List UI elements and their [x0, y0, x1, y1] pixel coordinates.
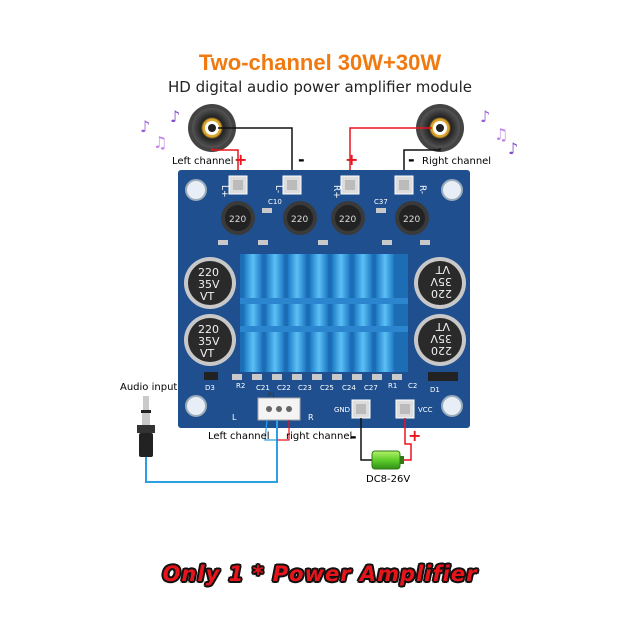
svg-text:♫: ♫	[494, 125, 508, 144]
capacitor-line: 220	[198, 323, 219, 336]
inductor-marking: 220	[291, 215, 308, 225]
power-pad-label: VCC	[418, 406, 433, 414]
right-speaker-icon	[416, 104, 464, 152]
audio-input-label: Audio input	[120, 382, 178, 393]
capacitor-line: VT	[435, 263, 450, 276]
component-ref: C25	[320, 384, 334, 392]
terminal-label: R-	[417, 185, 427, 194]
component-ref: R2	[236, 382, 245, 390]
inductor-marking: 220	[339, 215, 356, 225]
right-channel-label: Right channel	[422, 156, 492, 167]
component-ref: C27	[364, 384, 378, 392]
component-ref: C37	[374, 198, 388, 206]
component-ref: C10	[268, 198, 282, 206]
left-channel-input-label: Left channel	[208, 431, 270, 442]
capacitor-line: 35V	[430, 275, 452, 288]
audio-jack-icon	[137, 396, 155, 457]
component-ref: C21	[256, 384, 270, 392]
right-positive-sign: +	[345, 150, 359, 169]
component-ref: C24	[342, 384, 356, 392]
output-terminals	[228, 175, 414, 195]
power-negative-sign: -	[350, 427, 357, 446]
power-supply-label: DC8-26V	[366, 474, 411, 485]
svg-text:♪: ♪	[170, 107, 180, 126]
inductor-refs: C10 C37	[268, 198, 388, 206]
power-pad-labels: GND VCC	[334, 406, 433, 414]
component-ref: C2	[408, 382, 417, 390]
right-channel-input-label: right channel	[286, 431, 353, 442]
bottom-refs: D3 R2 C21 C22 C23 C25 C24 C27 R1 C2 D1	[205, 382, 440, 394]
left-speaker-icon	[188, 104, 236, 152]
inductors	[221, 201, 429, 235]
capacitor-line: 35V	[198, 278, 220, 291]
component-ref: C22	[277, 384, 291, 392]
svg-text:♪: ♪	[140, 117, 150, 136]
inductor-marking: 220	[403, 215, 420, 225]
power-wires	[360, 418, 412, 461]
left-negative-sign: -	[298, 150, 305, 169]
left-channel-label: Left channel	[172, 156, 234, 167]
page-title: Two-channel 30W+30W	[198, 50, 442, 75]
left-music-notes-icon: ♪♫♪	[140, 107, 180, 152]
input-pad-labels: P1 L R	[232, 392, 314, 422]
audio-input-wires	[145, 419, 290, 483]
speaker-wires	[211, 127, 441, 176]
capacitor-line: 220	[198, 266, 219, 279]
svg-text:♪: ♪	[508, 139, 518, 158]
svg-text:♫: ♫	[153, 133, 167, 152]
left-positive-sign: +	[234, 150, 248, 169]
input-pad-label: L	[232, 413, 237, 422]
capacitor-line: VT	[200, 290, 215, 303]
component-ref: D1	[430, 386, 440, 394]
capacitor-line: 35V	[430, 332, 452, 345]
power-pads	[351, 399, 415, 419]
capacitors	[184, 257, 466, 366]
smd-components	[218, 208, 430, 245]
component-ref: C23	[298, 384, 312, 392]
capacitor-line: 35V	[198, 335, 220, 348]
power-pad-label: GND	[334, 406, 350, 414]
terminal-label: R+	[331, 185, 341, 199]
component-ref: P1	[268, 392, 276, 399]
capacitor-markings: 220 35V VT 220 35V VT 220 35V VT 220 35V…	[198, 263, 452, 360]
bottom-smd-row	[204, 372, 458, 381]
component-ref: D3	[205, 384, 215, 392]
capacitor-line: 220	[431, 344, 452, 357]
page-subtitle: HD digital audio power amplifier module	[168, 78, 472, 96]
capacitor-line: VT	[435, 320, 450, 333]
right-negative-sign: -	[408, 150, 415, 169]
inductor-markings: 220 220 220 220	[229, 215, 420, 225]
power-positive-sign: +	[408, 426, 422, 445]
capacitor-line: 220	[431, 287, 452, 300]
capacitor-line: VT	[200, 347, 215, 360]
input-connector	[257, 397, 301, 421]
svg-text:♪: ♪	[480, 107, 490, 126]
terminal-labels: L+ L- R+ R-	[219, 185, 427, 199]
right-music-notes-icon: ♪♫♪	[480, 107, 518, 158]
input-pad-label: R	[308, 413, 314, 422]
inductor-marking: 220	[229, 215, 246, 225]
component-ref: R1	[388, 382, 397, 390]
terminal-label: L-	[273, 185, 283, 193]
battery-icon	[371, 450, 404, 470]
terminal-label: L+	[219, 185, 229, 198]
footer-note: Only 1 * Power Amplifier	[162, 562, 478, 586]
mounting-holes	[185, 179, 463, 417]
heatsink	[240, 254, 408, 372]
